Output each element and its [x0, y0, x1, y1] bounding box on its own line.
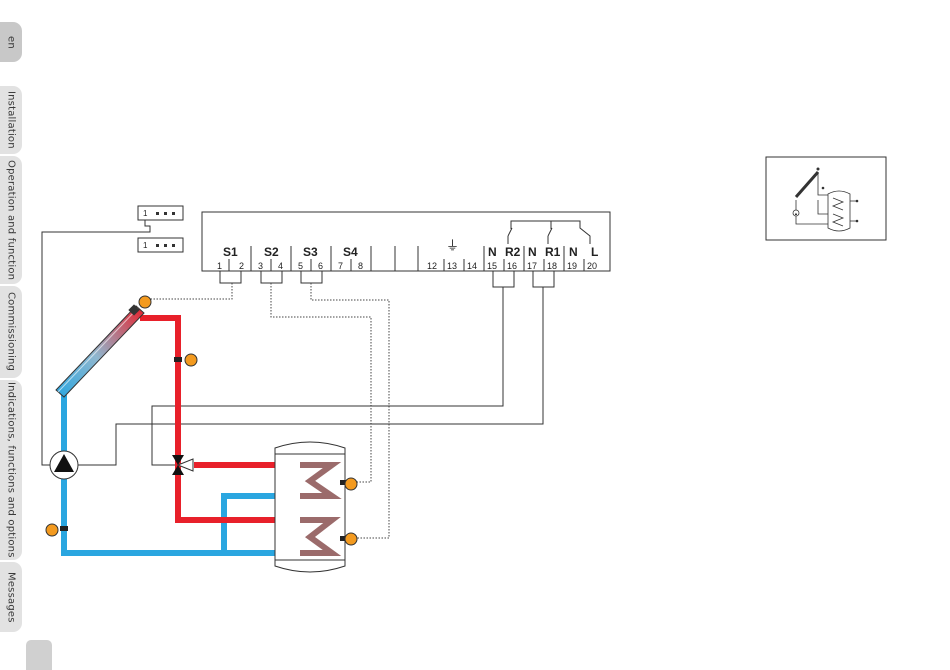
sensor-plug-bottom: 1	[138, 238, 183, 252]
terminal-number: 13	[447, 261, 457, 271]
sensor-s1-collector	[139, 296, 151, 308]
sensor-label-s3: S3	[303, 245, 318, 259]
solar-collector	[56, 304, 144, 397]
relay-label-n3: N	[569, 245, 578, 259]
pump-power-wire	[42, 220, 150, 465]
terminal-number: 20	[587, 261, 597, 271]
terminal-number: 19	[567, 261, 577, 271]
terminal-number: 14	[467, 261, 477, 271]
ground-icon: ⏚	[446, 238, 459, 253]
relay-wires	[78, 287, 543, 465]
terminal-number: 18	[547, 261, 557, 271]
sensor-label-s2: S2	[264, 245, 279, 259]
terminal-number: 12	[427, 261, 437, 271]
sensor-label-s1: S1	[223, 245, 238, 259]
inset-pump-glyph: ▲	[794, 211, 798, 216]
system-overview-thumbnail: ▲	[766, 157, 886, 240]
sensor-label-s4: S4	[343, 245, 358, 259]
plug-bottom-label: 1	[143, 241, 148, 250]
terminal-number: 3	[258, 261, 263, 271]
sensor-plug-top: 1	[138, 206, 183, 220]
terminal-number: 6	[318, 261, 323, 271]
relay-label-n1: N	[488, 245, 497, 259]
terminal-number: 7	[338, 261, 343, 271]
relay-label-l: L	[591, 245, 598, 259]
sensor-terminal-brackets	[220, 271, 554, 287]
relay-label-r1: R1	[545, 245, 561, 259]
pump-icon	[50, 451, 78, 479]
terminal-number: 8	[358, 261, 363, 271]
terminal-number: 15	[487, 261, 497, 271]
terminal-number: 1	[217, 261, 222, 271]
terminal-number: 4	[278, 261, 283, 271]
terminal-number: 5	[298, 261, 303, 271]
terminal-number: 17	[527, 261, 537, 271]
terminal-number: 16	[507, 261, 517, 271]
terminal-number: 2	[239, 261, 244, 271]
relay-label-n2: N	[528, 245, 537, 259]
plug-top-label: 1	[143, 209, 148, 218]
sensor-wires	[150, 283, 389, 538]
relay-label-r2: R2	[505, 245, 521, 259]
